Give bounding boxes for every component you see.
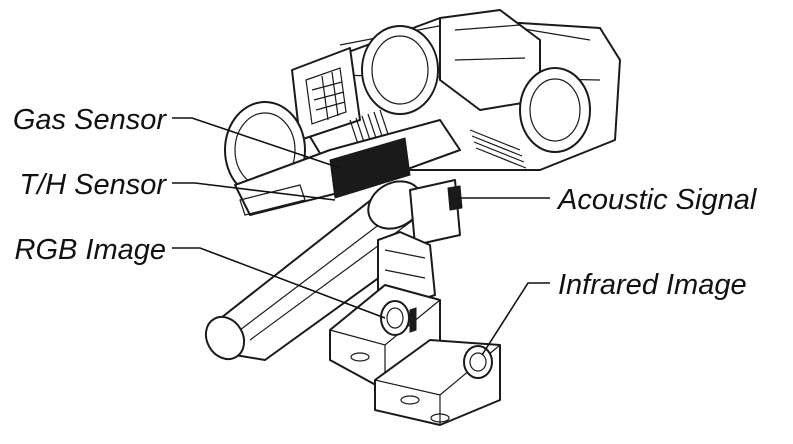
leader-th [172,182,336,201]
callout-labels: Gas Sensor T/H Sensor RGB Image Acoustic… [13,104,758,301]
label-gas-sensor: Gas Sensor [13,104,167,136]
leader-rgb [172,247,386,319]
acoustic-module [409,179,463,246]
leader-gas [172,117,341,169]
label-infrared-image: Infrared Image [558,269,747,301]
device-illustration [204,9,621,426]
label-rgb-image: RGB Image [15,234,167,266]
label-th-sensor: T/H Sensor [19,169,167,201]
sensor-plate [234,119,461,216]
leader-infrared [481,282,550,356]
label-acoustic-signal: Acoustic Signal [556,184,758,216]
infrared-camera-housing [374,339,501,426]
leader-lines [172,117,550,356]
